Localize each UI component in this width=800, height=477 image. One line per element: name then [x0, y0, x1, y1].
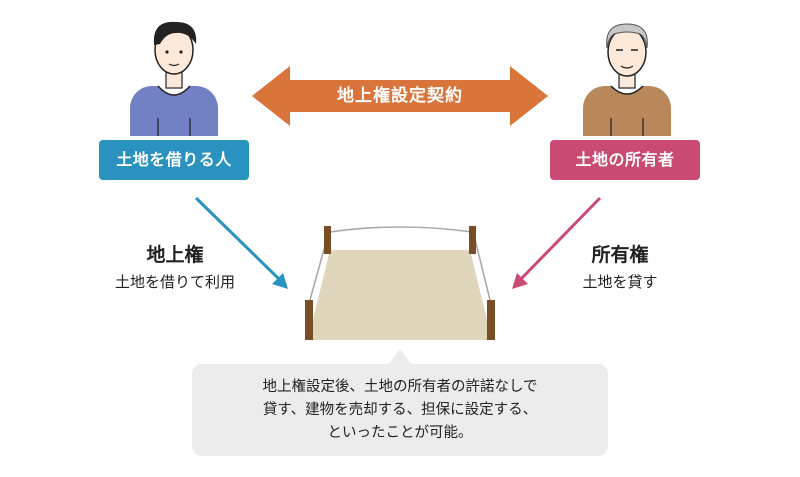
borrower-right: 地上権 土地を借りて利用 — [90, 240, 260, 292]
owner-arrow — [512, 196, 602, 289]
note-pointer — [388, 349, 412, 365]
borrower-right-desc: 土地を借りて利用 — [114, 273, 235, 291]
contract-label: 地上権設定契約 — [337, 86, 463, 106]
owner-badge: 土地の所有者 — [550, 140, 700, 180]
borrower-right-title: 地上権 — [146, 244, 204, 266]
borrower-badge: 土地を借りる人 — [99, 140, 249, 180]
owner-right-desc: 土地を貸す — [582, 273, 658, 291]
land-plot-icon — [305, 226, 495, 340]
owner-right: 所有権 土地を貸す — [545, 240, 695, 292]
note-box: 地上権設定後、土地の所有者の許諾なしで 貸す、建物を売却する、担保に設定する、 … — [192, 364, 608, 456]
double-arrow-icon — [252, 66, 548, 126]
young-man-icon — [130, 21, 218, 136]
elderly-man-icon — [583, 23, 671, 136]
note-text: 地上権設定後、土地の所有者の許諾なしで 貸す、建物を売却する、担保に設定する、 … — [262, 378, 538, 441]
owner-right-title: 所有権 — [591, 244, 649, 266]
borrower-arrow — [194, 196, 288, 289]
